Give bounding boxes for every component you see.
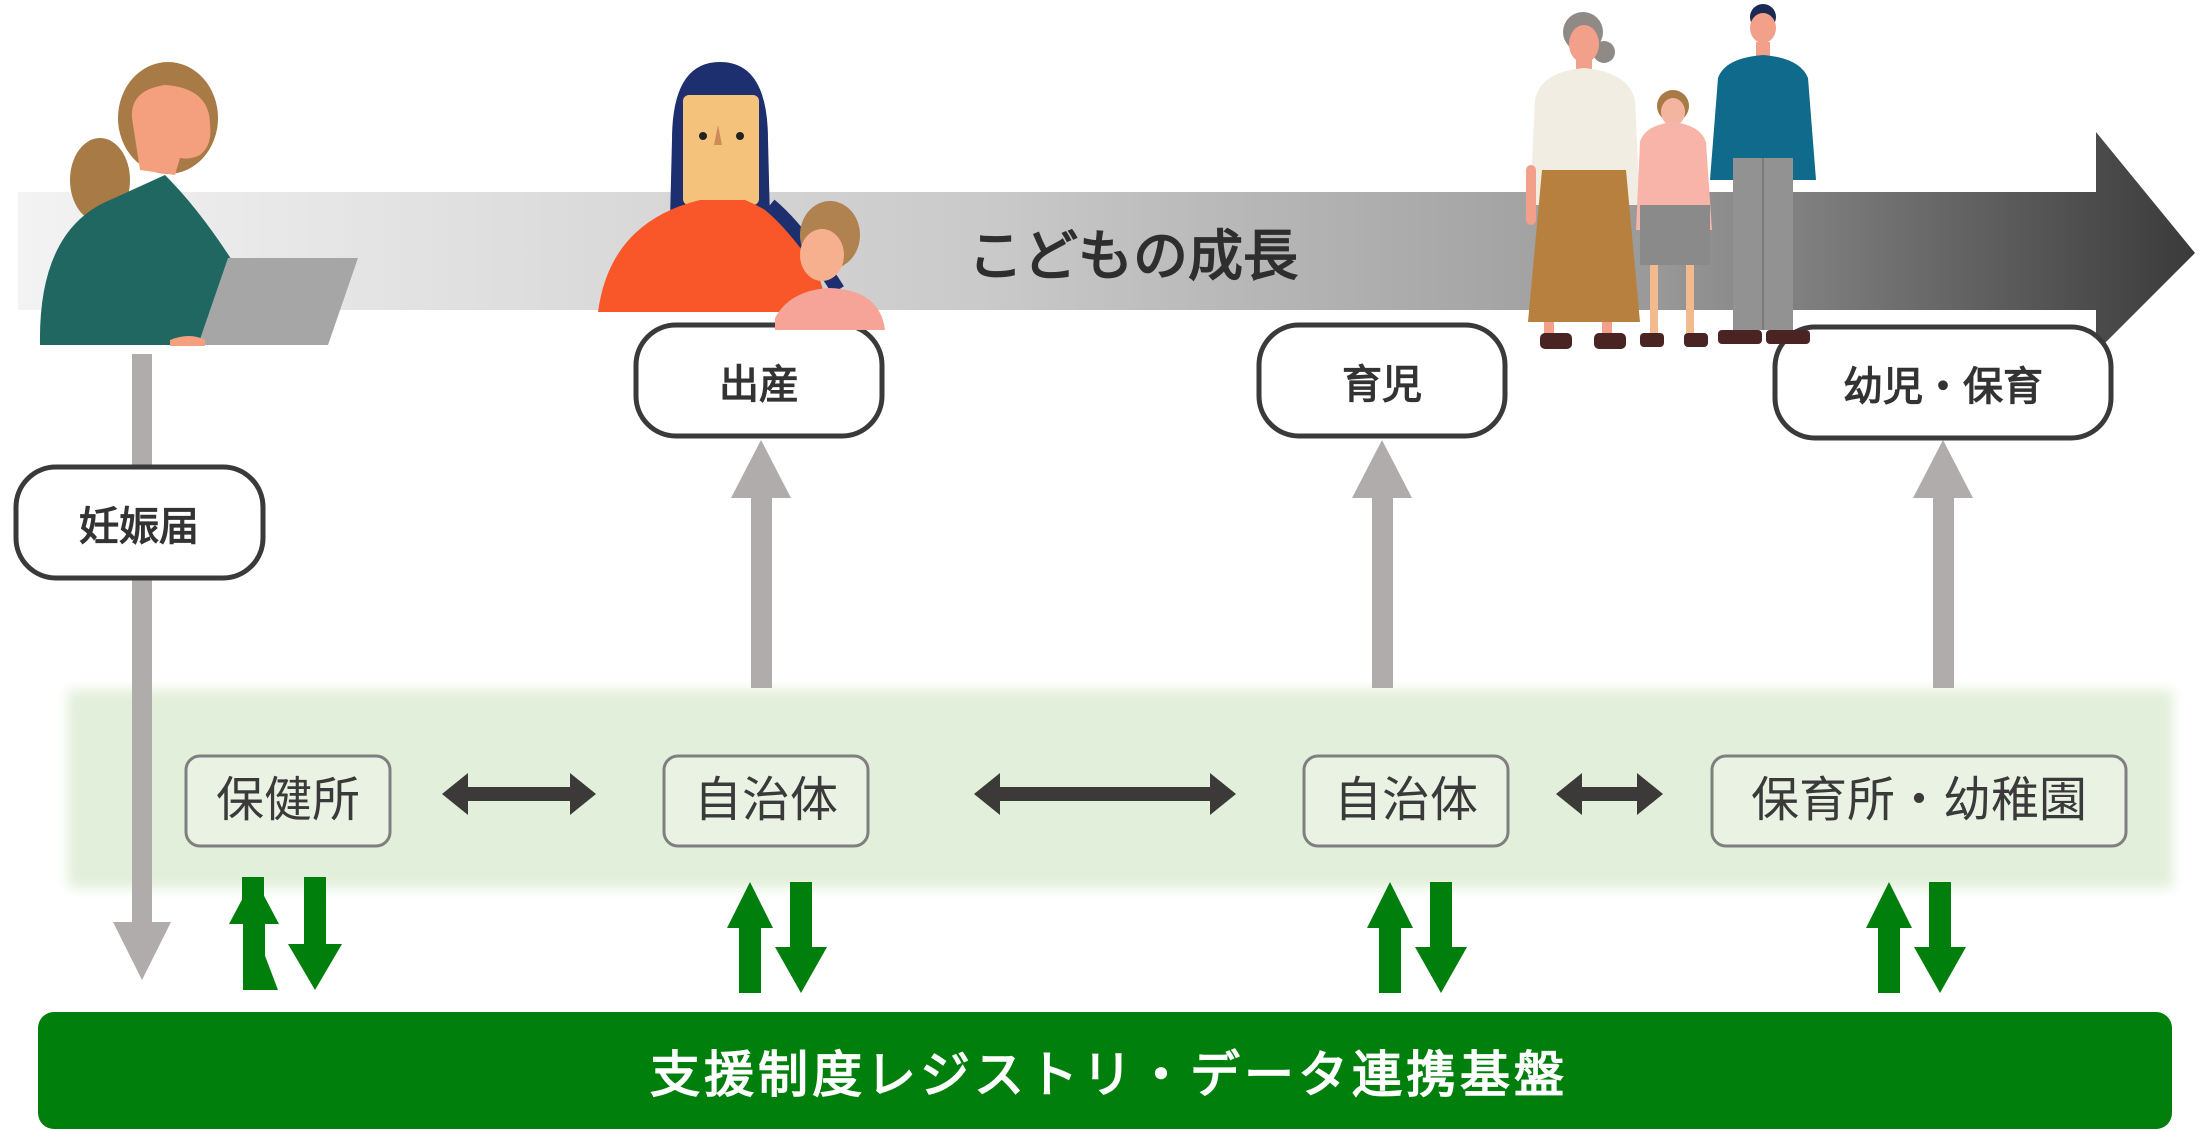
institution-box-health-center: 保健所 [184,754,392,848]
stage-box-pregnancy: 妊娠届 [13,464,266,581]
stage-box-childcare: 育児 [1256,322,1508,439]
childcare-up-arrow [1352,440,1412,688]
institution-box-municipality-2: 自治体 [1302,754,1510,848]
institution-label-municipality-1: 自治体 [694,772,838,828]
institution-label-nursery: 保育所・幼稚園 [1751,772,2087,828]
institution-label-municipality-2: 自治体 [1334,772,1478,828]
platform-bar: 支援制度レジストリ・データ連携基盤 [38,1012,2172,1129]
stage-label-early-childhood: 幼児・保育 [1843,364,2043,410]
link-arrow-municipality-nursery [1556,773,1663,815]
data-exchange-arrows-3 [1367,882,1467,993]
link-arrow-health-municipality [442,773,596,815]
institution-box-nursery: 保育所・幼稚園 [1710,754,2128,848]
early-childhood-up-arrow [1913,440,1973,688]
family-icon [1526,4,1816,349]
stage-label-birth: 出産 [719,362,799,408]
growth-title: こどもの成長 [968,224,1299,288]
data-exchange-arrows-1 [228,877,342,990]
stage-label-pregnancy: 妊娠届 [79,504,199,550]
stage-box-early-childhood: 幼児・保育 [1772,324,2114,441]
platform-label: 支援制度レジストリ・データ連携基盤 [650,1046,1568,1104]
data-exchange-arrows-2 [727,882,827,993]
stage-box-birth: 出産 [633,322,885,439]
woman-with-laptop-icon [39,62,358,346]
data-exchange-arrows-4 [1866,882,1966,993]
birth-up-arrow [731,440,791,688]
institution-box-municipality-1: 自治体 [662,754,870,848]
institution-label-health-center: 保健所 [216,772,360,828]
mother-and-baby-icon [598,62,885,330]
link-arrow-municipality-municipality [974,773,1236,815]
stage-label-childcare: 育児 [1342,362,1422,408]
